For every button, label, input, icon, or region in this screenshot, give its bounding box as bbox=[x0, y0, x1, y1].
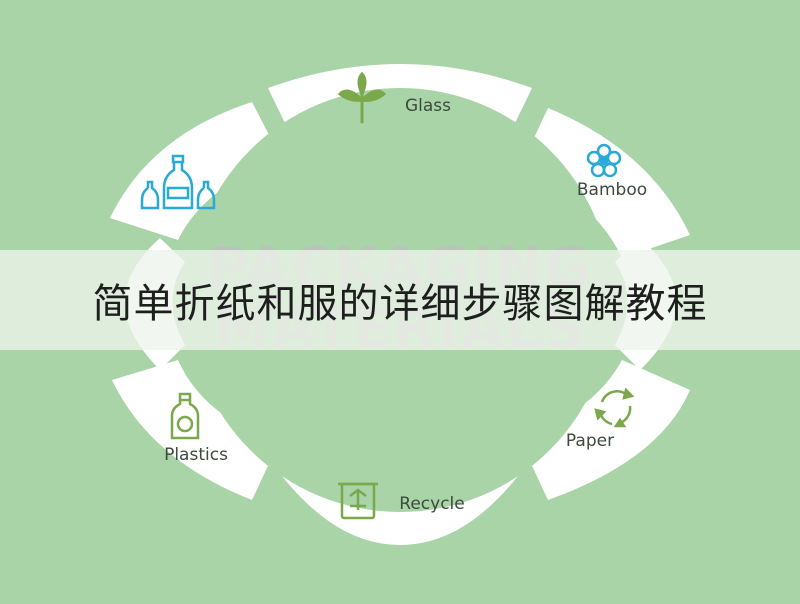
segment-label-bamboo: Bamboo bbox=[576, 180, 648, 200]
banner-title: 简单折纸和服的详细步骤图解教程 bbox=[92, 281, 708, 327]
segment-label-recycle: Recycle bbox=[399, 494, 465, 514]
flower-icon bbox=[586, 143, 622, 178]
title-banner bbox=[0, 250, 800, 350]
segment-label-glass: Glass bbox=[404, 96, 452, 116]
segment-label-plastics: Plastics bbox=[164, 445, 228, 465]
segment-glass-bottles bbox=[110, 102, 282, 240]
plastic-bottle-icon bbox=[170, 392, 200, 440]
segment-label-paper: Paper bbox=[565, 431, 615, 451]
glass-bottles-icon bbox=[140, 154, 216, 210]
sprout-icon bbox=[337, 71, 387, 124]
recycle-arrows-icon bbox=[594, 387, 635, 428]
segment-bamboo bbox=[520, 108, 690, 258]
recycle-bin-icon bbox=[338, 482, 378, 520]
segment-paper bbox=[520, 360, 690, 500]
segment-plastics bbox=[112, 360, 280, 500]
